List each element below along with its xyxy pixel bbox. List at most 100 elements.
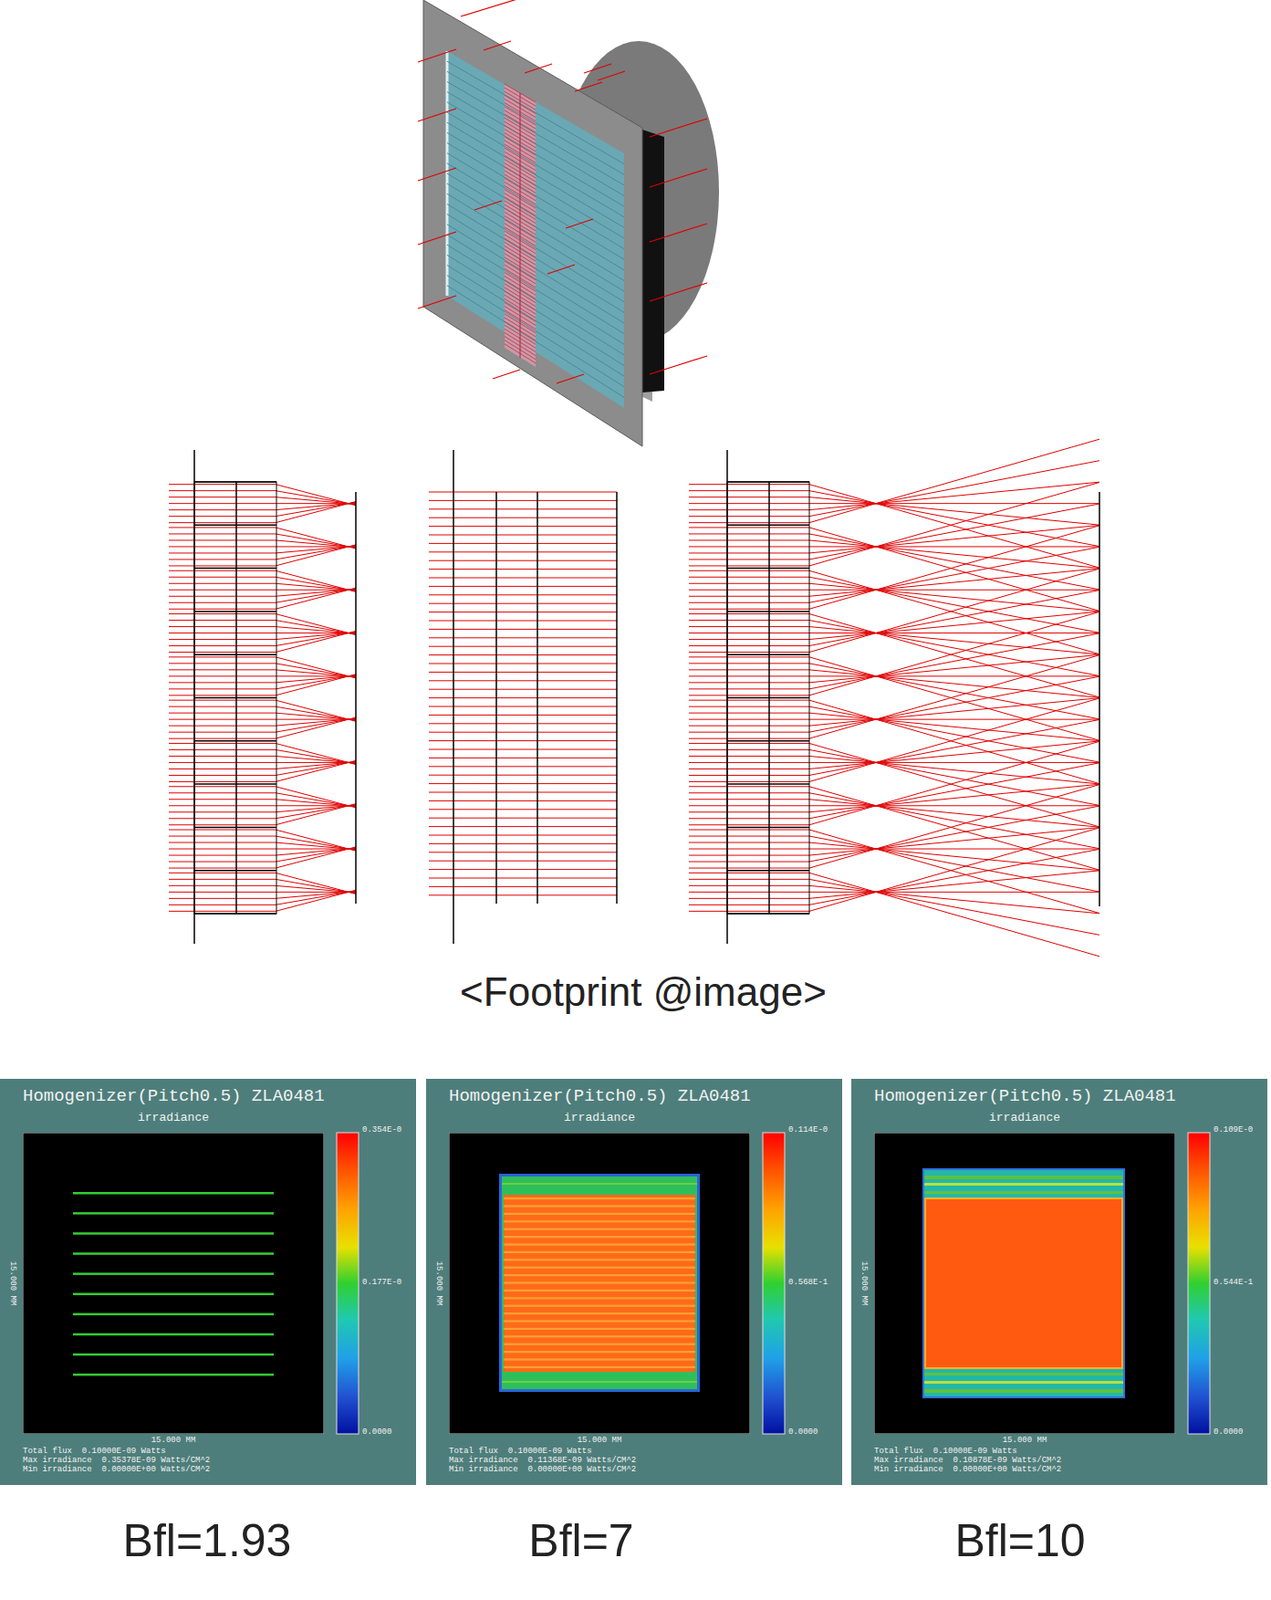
lens-array [447, 51, 625, 408]
footprint-stripe [503, 1304, 696, 1307]
ray [428, 739, 617, 741]
irradiance-panel: Homogenizer(Pitch0.5) ZLA0481irradiance0… [851, 1078, 1268, 1485]
ray [168, 835, 276, 837]
lenslet-boundary [194, 480, 277, 483]
panel-text: 0.177E-0 [362, 1278, 402, 1287]
ray [275, 717, 356, 739]
lenslet-line [447, 92, 625, 197]
lenslet-line [447, 244, 625, 355]
ray [275, 755, 356, 763]
ray-segment [649, 118, 708, 137]
ray [168, 589, 276, 591]
lenslet-boundary [194, 782, 277, 785]
panel-text: 0.544E-1 [1213, 1278, 1253, 1287]
ray [688, 804, 810, 806]
ray-segment [417, 295, 457, 309]
lenslet-line [447, 275, 625, 387]
ray [168, 768, 276, 770]
footprint-core [503, 1194, 696, 1372]
lenslet-line [447, 153, 625, 261]
ray [168, 854, 276, 856]
footprint-stripe [503, 1350, 696, 1353]
footprint-line [72, 1292, 274, 1296]
ray [275, 587, 356, 609]
ray [275, 878, 356, 893]
ray [688, 558, 810, 560]
lenslet-boundary [194, 610, 277, 613]
ray [688, 489, 810, 491]
footprint-stripe [924, 1388, 1124, 1393]
lenslet-boundary [727, 653, 810, 656]
panel-text: Max irradiance 0.35378E-09 Watts/CM^2 [22, 1456, 210, 1465]
lenslet-boundary [727, 782, 810, 785]
ray [428, 534, 617, 536]
ray [428, 774, 617, 776]
ray [688, 545, 810, 547]
ray [168, 817, 276, 819]
ray [809, 632, 1100, 634]
ray [168, 781, 276, 782]
ray [688, 687, 810, 689]
ray [275, 583, 356, 591]
image-plane [354, 491, 357, 904]
ray [428, 679, 617, 681]
ray [688, 638, 810, 640]
lenslet-line [447, 204, 625, 313]
ray [809, 540, 1100, 568]
ray [688, 706, 810, 708]
lenslet-line [447, 82, 625, 186]
ray [809, 829, 1100, 913]
footprint-band [924, 1169, 1124, 1397]
ray [809, 762, 1100, 819]
panel-text: irradiance [137, 1111, 209, 1124]
ray [428, 663, 617, 665]
ray [275, 699, 356, 721]
panel-caption: Bfl=7 [528, 1515, 634, 1566]
ray [428, 765, 617, 767]
ray [688, 823, 810, 825]
ray [688, 811, 810, 813]
ray [809, 872, 1100, 956]
ray [688, 662, 810, 664]
ray [688, 749, 810, 751]
ray [168, 742, 276, 744]
footprint-core [926, 1198, 1122, 1367]
lenslet-boundary [194, 826, 277, 829]
ray [168, 785, 276, 787]
ray [275, 792, 356, 807]
ray [688, 483, 810, 485]
ray [688, 502, 810, 504]
ray [168, 662, 276, 664]
image-plane [1098, 491, 1101, 907]
lenslet-boundary [727, 912, 810, 915]
ray-segment [474, 200, 502, 210]
ray-traces [168, 438, 1100, 957]
irradiance-plot [874, 1132, 1176, 1434]
ray [688, 625, 810, 627]
footprint-stripe [924, 1175, 1124, 1179]
panel-text: 0.109E-0 [1213, 1125, 1253, 1135]
ray [809, 740, 1100, 769]
ray [809, 740, 1100, 824]
lenslet-line [447, 224, 625, 334]
panel-text: 0.114E-0 [788, 1125, 828, 1135]
ray [168, 791, 276, 793]
ray [428, 885, 617, 887]
ray [275, 889, 356, 911]
ray [809, 870, 1100, 898]
ray [428, 585, 617, 587]
panel-text: 15.000 MM [577, 1436, 623, 1445]
ray [809, 590, 1100, 646]
ray [809, 848, 1100, 850]
ray [688, 835, 810, 837]
ray [809, 589, 1100, 591]
ray [688, 539, 810, 541]
ray [168, 638, 276, 640]
lenslet-boundary [194, 524, 277, 527]
panel-caption: Bfl=10 [954, 1515, 1085, 1566]
ray [275, 484, 356, 506]
plot-area [22, 1132, 324, 1434]
ray [428, 800, 617, 802]
ray-segment [556, 374, 584, 384]
ray [809, 481, 1100, 510]
